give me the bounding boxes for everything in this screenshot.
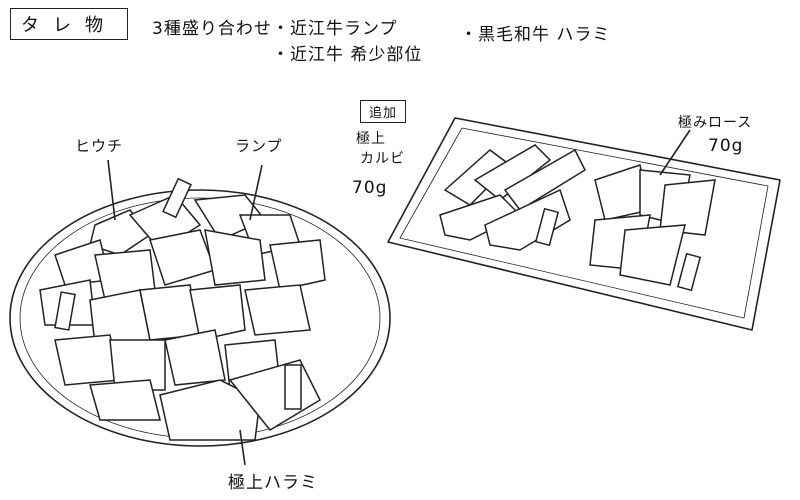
item-omi-rump: ・近江牛ランプ <box>272 19 398 39</box>
karubi-weight: 70g <box>352 178 388 198</box>
karubi-name-line2: カルビ <box>360 151 405 167</box>
pointer-harami <box>239 429 246 466</box>
pointer-loin <box>659 129 691 176</box>
round-plate <box>9 159 391 466</box>
set-title: 3種盛り合わせ <box>152 19 272 39</box>
pointer-hiuchi <box>107 159 116 221</box>
karubi-name-line1: 極上 <box>356 131 386 147</box>
extra-tag: 追加 <box>360 100 407 123</box>
item-kuroge-harami: ・黒毛和牛 ハラミ <box>460 25 611 45</box>
square-plate <box>387 117 781 331</box>
label-harami: 極上ハラミ <box>228 473 318 493</box>
category-label: タレ物 <box>10 8 128 40</box>
item-omi-rare-cut: ・近江牛 希少部位 <box>272 45 423 65</box>
label-hiuchi: ヒウチ <box>75 137 124 155</box>
meat-slices-square <box>439 144 716 292</box>
label-rump: ランプ <box>235 137 283 155</box>
loin-weight: 70g <box>708 136 744 156</box>
pointer-rump <box>249 164 263 221</box>
loin-name: 極みロース <box>678 115 753 131</box>
meat-slices-round <box>39 194 326 441</box>
name-tags-round <box>54 177 302 410</box>
